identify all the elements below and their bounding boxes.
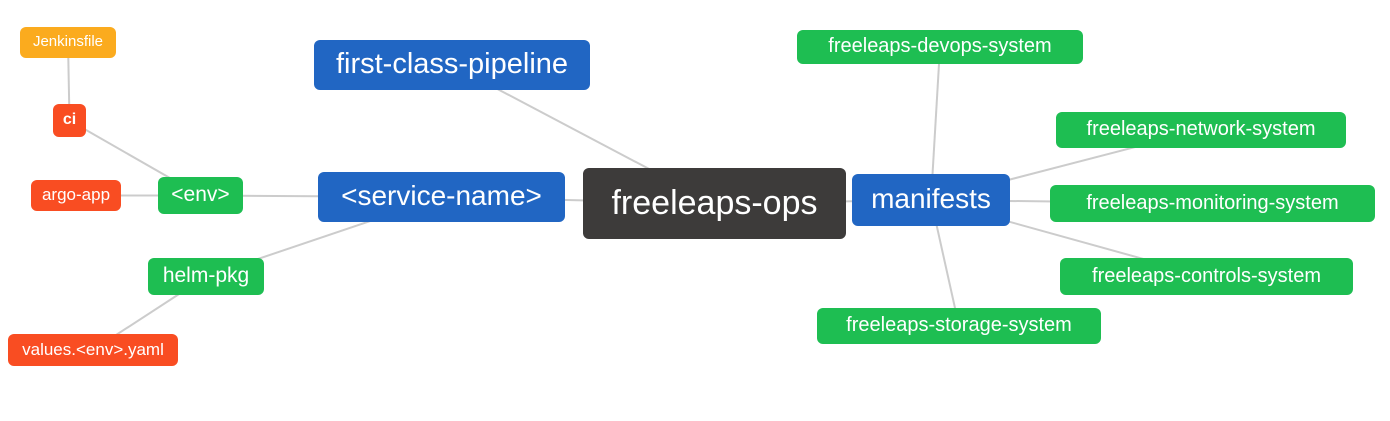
node-values-env-yaml[interactable]: values.<env>.yaml: [8, 334, 178, 366]
node-first-class-pipeline[interactable]: first-class-pipeline: [314, 40, 590, 90]
node-freeleaps-storage-system[interactable]: freeleaps-storage-system: [817, 308, 1101, 344]
node-env[interactable]: <env>: [158, 177, 243, 214]
node-argo-app[interactable]: argo-app: [31, 180, 121, 211]
node-service-name[interactable]: <service-name>: [318, 172, 565, 222]
node-freeleaps-monitoring-system[interactable]: freeleaps-monitoring-system: [1050, 185, 1375, 222]
node-freeleaps-network-system[interactable]: freeleaps-network-system: [1056, 112, 1346, 148]
node-jenkinsfile[interactable]: Jenkinsfile: [20, 27, 116, 58]
node-freeleaps-controls-system[interactable]: freeleaps-controls-system: [1060, 258, 1353, 295]
node-helm-pkg[interactable]: helm-pkg: [148, 258, 264, 295]
node-freeleaps-devops-system[interactable]: freeleaps-devops-system: [797, 30, 1083, 64]
node-ci[interactable]: ci: [53, 104, 86, 137]
node-manifests[interactable]: manifests: [852, 174, 1010, 226]
node-freeleaps-ops[interactable]: freeleaps-ops: [583, 168, 846, 239]
